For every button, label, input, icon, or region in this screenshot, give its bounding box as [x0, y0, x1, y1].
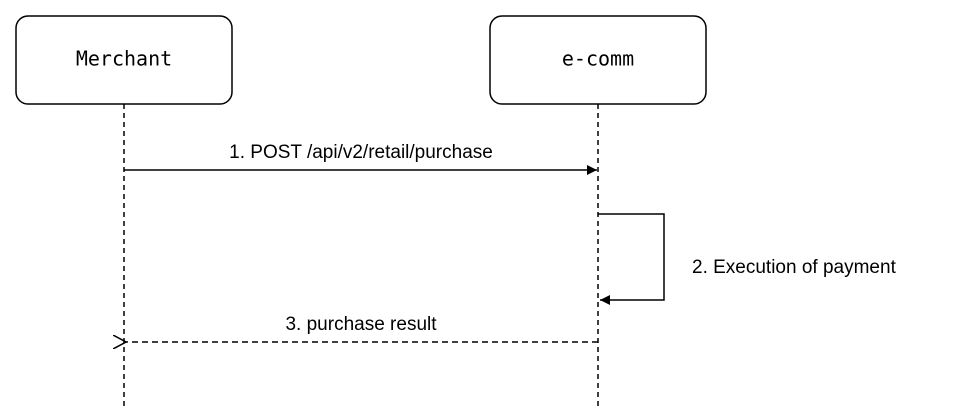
message-2-arrow: [598, 213, 665, 305]
participant-merchant-label: Merchant: [76, 47, 172, 71]
participant-ecomm: e-comm: [489, 15, 707, 105]
participant-merchant-box: [15, 15, 233, 105]
participant-ecomm-box: [489, 15, 707, 105]
message-3: 3. purchase result: [126, 314, 598, 342]
message-3-label: 3. purchase result: [285, 314, 437, 335]
message-1-label: 1. POST /api/v2/retail/purchase: [229, 142, 493, 163]
message-1: 1. POST /api/v2/retail/purchase: [124, 142, 597, 175]
participant-ecomm-label: e-comm: [562, 47, 634, 71]
message-2-label: 2. Execution of payment: [692, 257, 897, 278]
message-2: 2. Execution of payment: [598, 213, 897, 305]
participant-merchant: Merchant: [15, 15, 233, 105]
